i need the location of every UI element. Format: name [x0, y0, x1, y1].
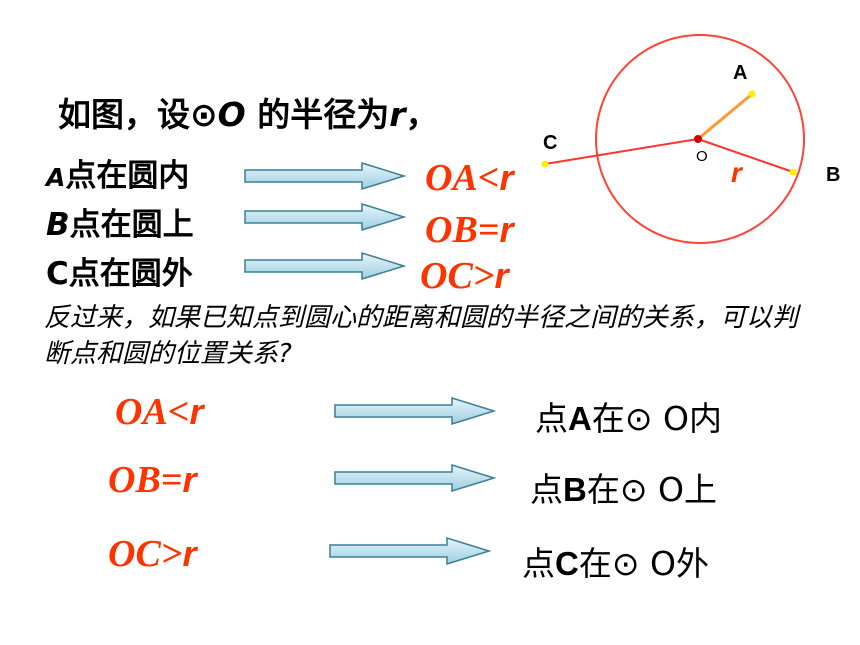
condition-outside: C点在圆外 — [46, 248, 193, 293]
result-suffix: 上 — [683, 470, 717, 509]
result-prefix: 点 — [522, 544, 555, 583]
label-r: r — [731, 157, 742, 188]
relation-inside: OA<r — [425, 156, 513, 200]
result-outside: 点C在⊙ O外 — [522, 537, 709, 585]
result-on: 点B在⊙ O上 — [530, 463, 717, 511]
relation-rhs: r — [499, 209, 514, 250]
condition-point: B — [46, 207, 70, 243]
relation-rhs: r — [499, 157, 514, 198]
result-prefix: 点 — [530, 470, 563, 509]
relation-rhs: r — [189, 391, 204, 432]
relation-op: > — [160, 533, 183, 575]
arrow-right-icon — [244, 251, 407, 281]
relation-op: > — [472, 255, 495, 297]
relation-rhs: r — [494, 255, 509, 296]
relation-outside: OC>r — [420, 254, 508, 298]
arrow-right-icon — [244, 202, 407, 232]
result-relation-outside: OC>r — [108, 532, 196, 576]
result-point: A — [568, 400, 592, 437]
result-suffix: 内 — [688, 399, 722, 438]
arrow-right-icon — [334, 463, 497, 493]
relation-on: OB=r — [425, 208, 513, 252]
condition-point: C — [46, 256, 69, 292]
condition-text: 点在圆外 — [68, 256, 193, 292]
label-a: A — [733, 62, 748, 84]
result-relation-inside: OA<r — [115, 390, 203, 434]
label-b: B — [826, 164, 841, 186]
arrow-right-icon — [334, 396, 497, 426]
arrow-right-icon — [329, 536, 492, 566]
relation-lhs: OB — [425, 209, 478, 251]
relation-lhs: OB — [108, 459, 161, 501]
title-radius-var: r — [389, 95, 406, 134]
title-prefix: 如图，设⊙ — [58, 95, 218, 134]
result-point: B — [563, 471, 587, 508]
relation-lhs: OC — [420, 255, 473, 297]
relation-lhs: OA — [115, 391, 168, 433]
label-o: O — [696, 148, 708, 165]
title-mid: 的半径为 — [245, 95, 390, 134]
segment-ob — [697, 138, 794, 173]
relation-op: = — [160, 459, 183, 501]
result-mid: 在⊙ O — [578, 544, 676, 583]
segment-oc — [544, 138, 699, 165]
point-c — [541, 160, 549, 168]
relation-op: < — [477, 157, 500, 199]
relation-rhs: r — [182, 459, 197, 500]
result-inside: 点A在⊙ O内 — [535, 392, 722, 440]
relation-op: < — [167, 391, 190, 433]
converse-text: 反过来，如果已知点到圆心的距离和圆的半径之间的关系，可以判断点和圆的位置关系? — [44, 303, 799, 369]
relation-lhs: OC — [108, 533, 161, 575]
relation-op: = — [477, 209, 500, 251]
circle-diagram — [541, 34, 805, 244]
title-line: 如图，设⊙O 的半径为r， — [58, 88, 439, 136]
result-relation-on: OB=r — [108, 458, 196, 502]
result-point: C — [555, 545, 579, 582]
condition-on: B点在圆上 — [46, 199, 194, 244]
title-circle-name: O — [217, 95, 246, 134]
result-mid: 在⊙ O — [591, 399, 689, 438]
result-prefix: 点 — [535, 399, 568, 438]
condition-point: A — [46, 163, 66, 192]
arrow-right-icon — [244, 161, 407, 191]
condition-text: 点在圆上 — [69, 207, 194, 243]
result-mid: 在⊙ O — [586, 470, 684, 509]
point-o — [694, 135, 702, 143]
point-a — [748, 90, 756, 98]
circle-outline — [595, 34, 805, 244]
label-c: C — [543, 132, 558, 154]
relation-rhs: r — [182, 533, 197, 574]
result-suffix: 外 — [675, 544, 709, 583]
condition-text: 点在圆内 — [65, 158, 190, 194]
relation-lhs: OA — [425, 157, 478, 199]
title-suffix: ， — [405, 95, 439, 134]
segment-oa — [697, 92, 753, 141]
condition-inside: A点在圆内 — [46, 150, 189, 195]
point-b — [789, 168, 797, 176]
